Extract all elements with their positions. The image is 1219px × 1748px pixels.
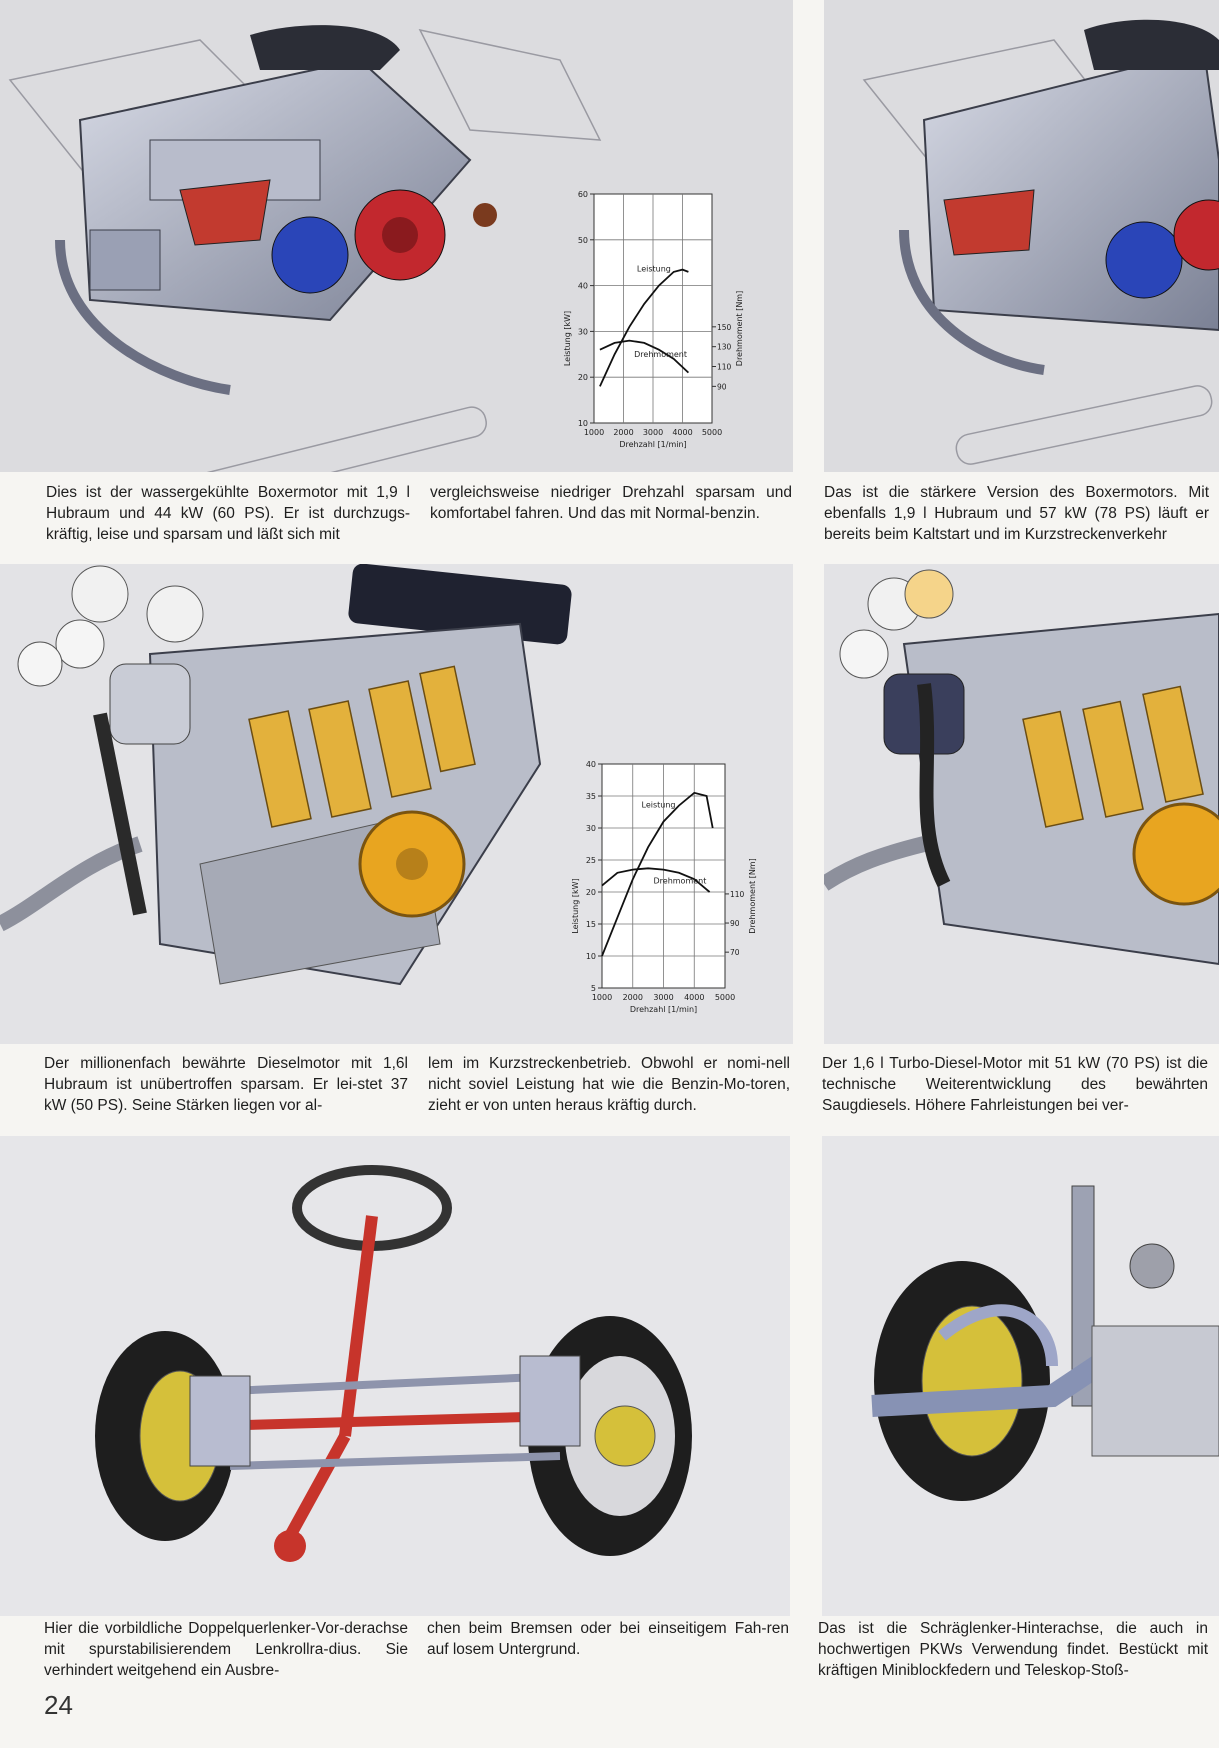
y-tick-label: 20	[586, 888, 596, 897]
y-axis-label: Leistung [kW]	[571, 878, 580, 933]
x-axis-label: Drehzahl [1/min]	[630, 1005, 697, 1014]
caption-turbo-diesel: Der 1,6 l Turbo-Diesel-Motor mit 51 kW (…	[822, 1055, 1208, 1114]
x-tick-label: 4000	[672, 428, 692, 437]
caption-rear-axle: Das ist die Schräglenker-Hinterachse, di…	[818, 1620, 1208, 1679]
y-tick-label: 40	[578, 282, 588, 291]
x-tick-label: 1000	[584, 428, 604, 437]
y-tick-label: 25	[586, 856, 596, 865]
boxer-engine-78ps-illustration	[862, 19, 1219, 465]
series-line-drehmoment	[601, 867, 711, 893]
boxer-power-torque-chart: 1000 2000 3000 4000 5000 10 20 30 40 50 60 150 130 11…	[563, 190, 744, 449]
x-tick-label: 3000	[643, 428, 663, 437]
y-tick-label: 30	[586, 824, 596, 833]
caption-boxer-57kw: Das ist die stärkere Version des Boxermo…	[824, 484, 1209, 543]
y-tick-label: 40	[586, 760, 596, 769]
x-tick-label: 3000	[653, 993, 673, 1002]
caption-boxer-44kw-part1: Dies ist der wassergekühlte Boxermotor m…	[46, 484, 410, 543]
y2-axis-label: Drehmoment [Nm]	[748, 858, 757, 933]
diesel-engine-illustration	[0, 564, 572, 986]
series-line-drehmoment	[599, 339, 690, 374]
y-tick-label: 35	[586, 792, 596, 801]
caption-boxer-44kw-part2: vergleichsweise niedriger Drehzahl spars…	[430, 484, 792, 522]
y-tick-label: 20	[578, 373, 588, 382]
y2-tick-label: 130	[717, 343, 732, 352]
rear-axle-illustration-panel	[822, 1136, 1219, 1616]
series-label-leistung: Leistung	[637, 265, 671, 274]
diesel-power-torque-chart: 1000 2000 3000 4000 5000 5 10 15 20 25 30 35 40 110 90…	[571, 760, 757, 1014]
boxer-engine-illustration	[8, 25, 602, 472]
y2-tick-label: 150	[717, 323, 732, 332]
y2-tick-label: 70	[730, 948, 740, 957]
y2-tick-label: 90	[730, 919, 740, 928]
y2-axis-label: Drehmoment [Nm]	[735, 291, 744, 366]
y2-tick-label: 110	[730, 890, 745, 899]
x-tick-label: 2000	[613, 428, 633, 437]
series-line-leistung	[601, 791, 714, 957]
x-tick-label: 4000	[684, 993, 704, 1002]
x-tick-label: 1000	[592, 993, 612, 1002]
caption-diesel-part2: lem im Kurzstreckenbetrieb. Obwohl er no…	[428, 1055, 790, 1114]
series-label-drehmoment: Drehmoment	[654, 877, 707, 886]
front-axle-illustration-panel	[0, 1136, 790, 1616]
caption-front-axle-part2: chen beim Bremsen oder bei einseitigem F…	[427, 1620, 789, 1658]
series-line-leistung	[599, 268, 689, 387]
turbo-diesel-illustration	[824, 569, 1219, 966]
series-label-drehmoment: Drehmoment	[634, 350, 687, 359]
rear-axle-illustration	[871, 1185, 1219, 1501]
boxer-engine-78ps-illustration-panel	[824, 0, 1219, 472]
page-number: 24	[44, 1690, 73, 1720]
y-tick-label: 5	[591, 984, 596, 993]
turbo-diesel-illustration-panel	[824, 564, 1219, 1044]
x-axis-label: Drehzahl [1/min]	[619, 440, 686, 449]
y-tick-label: 15	[586, 920, 596, 929]
y-tick-label: 60	[578, 190, 588, 199]
y2-tick-label: 110	[717, 363, 732, 372]
x-tick-label: 2000	[623, 993, 643, 1002]
y-axis-label: Leistung [kW]	[563, 311, 572, 366]
caption-diesel-part1: Der millionenfach bewährte Dieselmotor m…	[44, 1055, 408, 1114]
caption-front-axle-part1: Hier die vorbildliche Doppelquerlenker-V…	[44, 1620, 408, 1679]
front-axle-illustration	[95, 1165, 692, 1562]
x-tick-label: 5000	[715, 993, 735, 1002]
x-tick-label: 5000	[702, 428, 722, 437]
y-tick-label: 10	[586, 952, 596, 961]
y-tick-label: 10	[578, 419, 588, 428]
y2-tick-label: 90	[717, 382, 727, 391]
y-tick-label: 50	[578, 236, 588, 245]
series-label-leistung: Leistung	[642, 801, 676, 810]
y-tick-label: 30	[578, 327, 588, 336]
